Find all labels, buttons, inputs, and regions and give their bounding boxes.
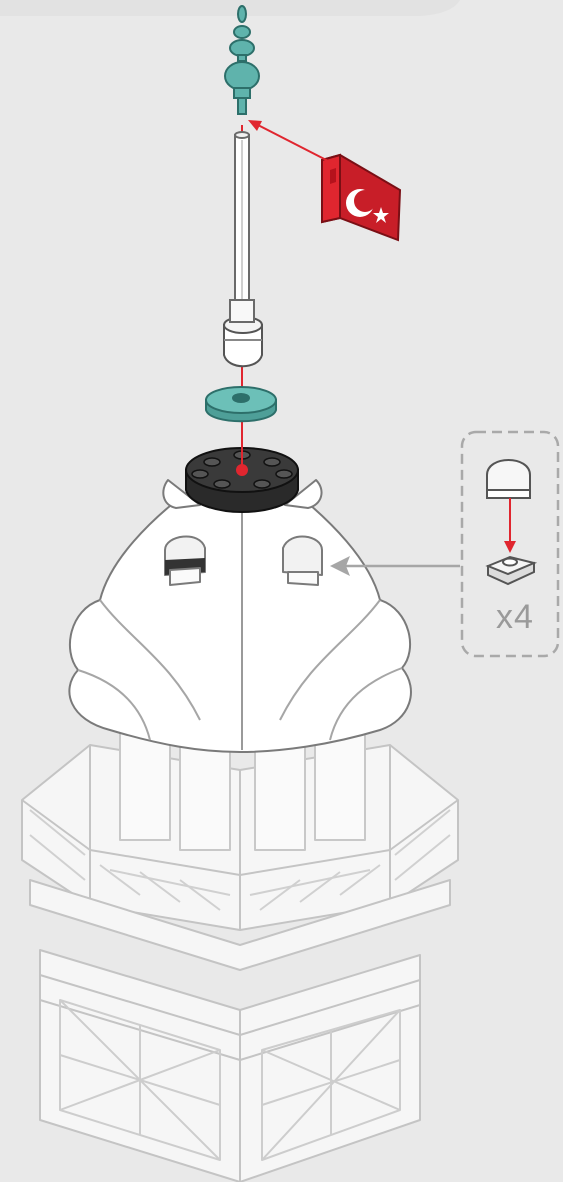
finial: [225, 6, 259, 114]
bar-holder: [224, 317, 262, 366]
previous-panel-edge: [0, 0, 460, 16]
flagpole-bar: [230, 132, 254, 322]
callout-curved-slope: [487, 460, 530, 498]
round-tile: [206, 387, 276, 421]
flag: [322, 155, 400, 240]
quantity-label: x4: [496, 598, 534, 637]
callout-jumper-plate: [488, 557, 534, 584]
dome: [69, 480, 411, 752]
flag-arrow: [248, 120, 336, 165]
tower-ghost: [22, 730, 458, 1182]
